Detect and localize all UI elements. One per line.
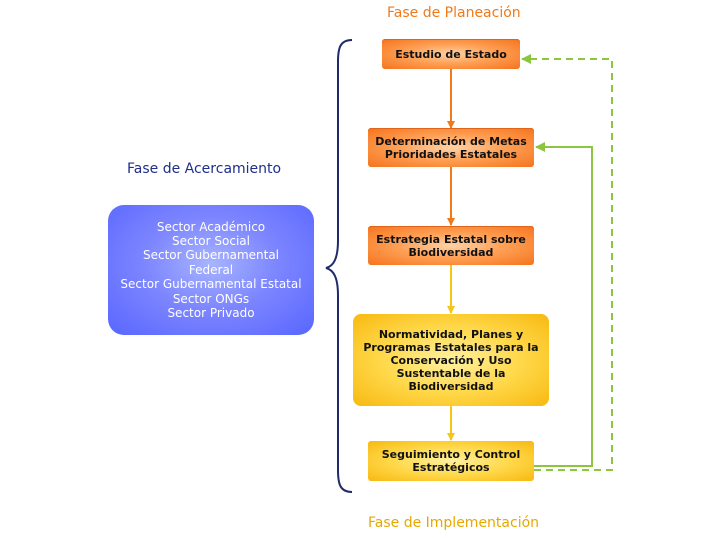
sector-ongs: Sector ONGs	[172, 291, 250, 306]
sector-federal: Federal	[188, 262, 234, 277]
sector-gubernamental: Sector Gubernamental	[142, 248, 280, 263]
implementacion-title: Fase de Implementación	[368, 515, 540, 531]
sector-privado: Sector Privado	[167, 306, 255, 321]
step-estrategia-estatal: Estrategia Estatal sobre Biodiversidad	[368, 226, 534, 265]
step-seguimiento-label: Seguimiento y Control Estratégicos	[381, 448, 521, 474]
step-determinacion-metas: Determinación de Metas Prioridades Estat…	[368, 128, 534, 167]
step-normatividad: Normatividad, Planes y Programas Estatal…	[353, 314, 549, 406]
step-normatividad-label: Normatividad, Planes y Programas Estatal…	[363, 327, 539, 393]
feedback-solid-to-metas	[534, 142, 593, 467]
sectors-box: Sector Académico Sector Social Sector Gu…	[108, 205, 314, 335]
step-seguimiento-control: Seguimiento y Control Estratégicos	[368, 441, 534, 481]
step-metas-label: Determinación de Metas Prioridades Estat…	[375, 134, 527, 161]
planeacion-title: Fase de Planeación	[387, 5, 521, 21]
feedback-dashed-to-estudio	[521, 54, 613, 471]
sector-social: Sector Social	[172, 233, 250, 248]
acercamiento-title: Fase de Acercamiento	[127, 161, 282, 177]
step-estrategia-label: Estrategia Estatal sobre Biodiversidad	[376, 232, 526, 259]
sector-gubernamental-estatal: Sector Gubernamental Estatal	[120, 277, 302, 292]
step-estudio-de-estado: Estudio de Estado	[382, 39, 520, 69]
step-estudio-label: Estudio de Estado	[395, 47, 507, 61]
sector-academico: Sector Académico	[156, 219, 266, 234]
phase-brace	[325, 39, 353, 493]
